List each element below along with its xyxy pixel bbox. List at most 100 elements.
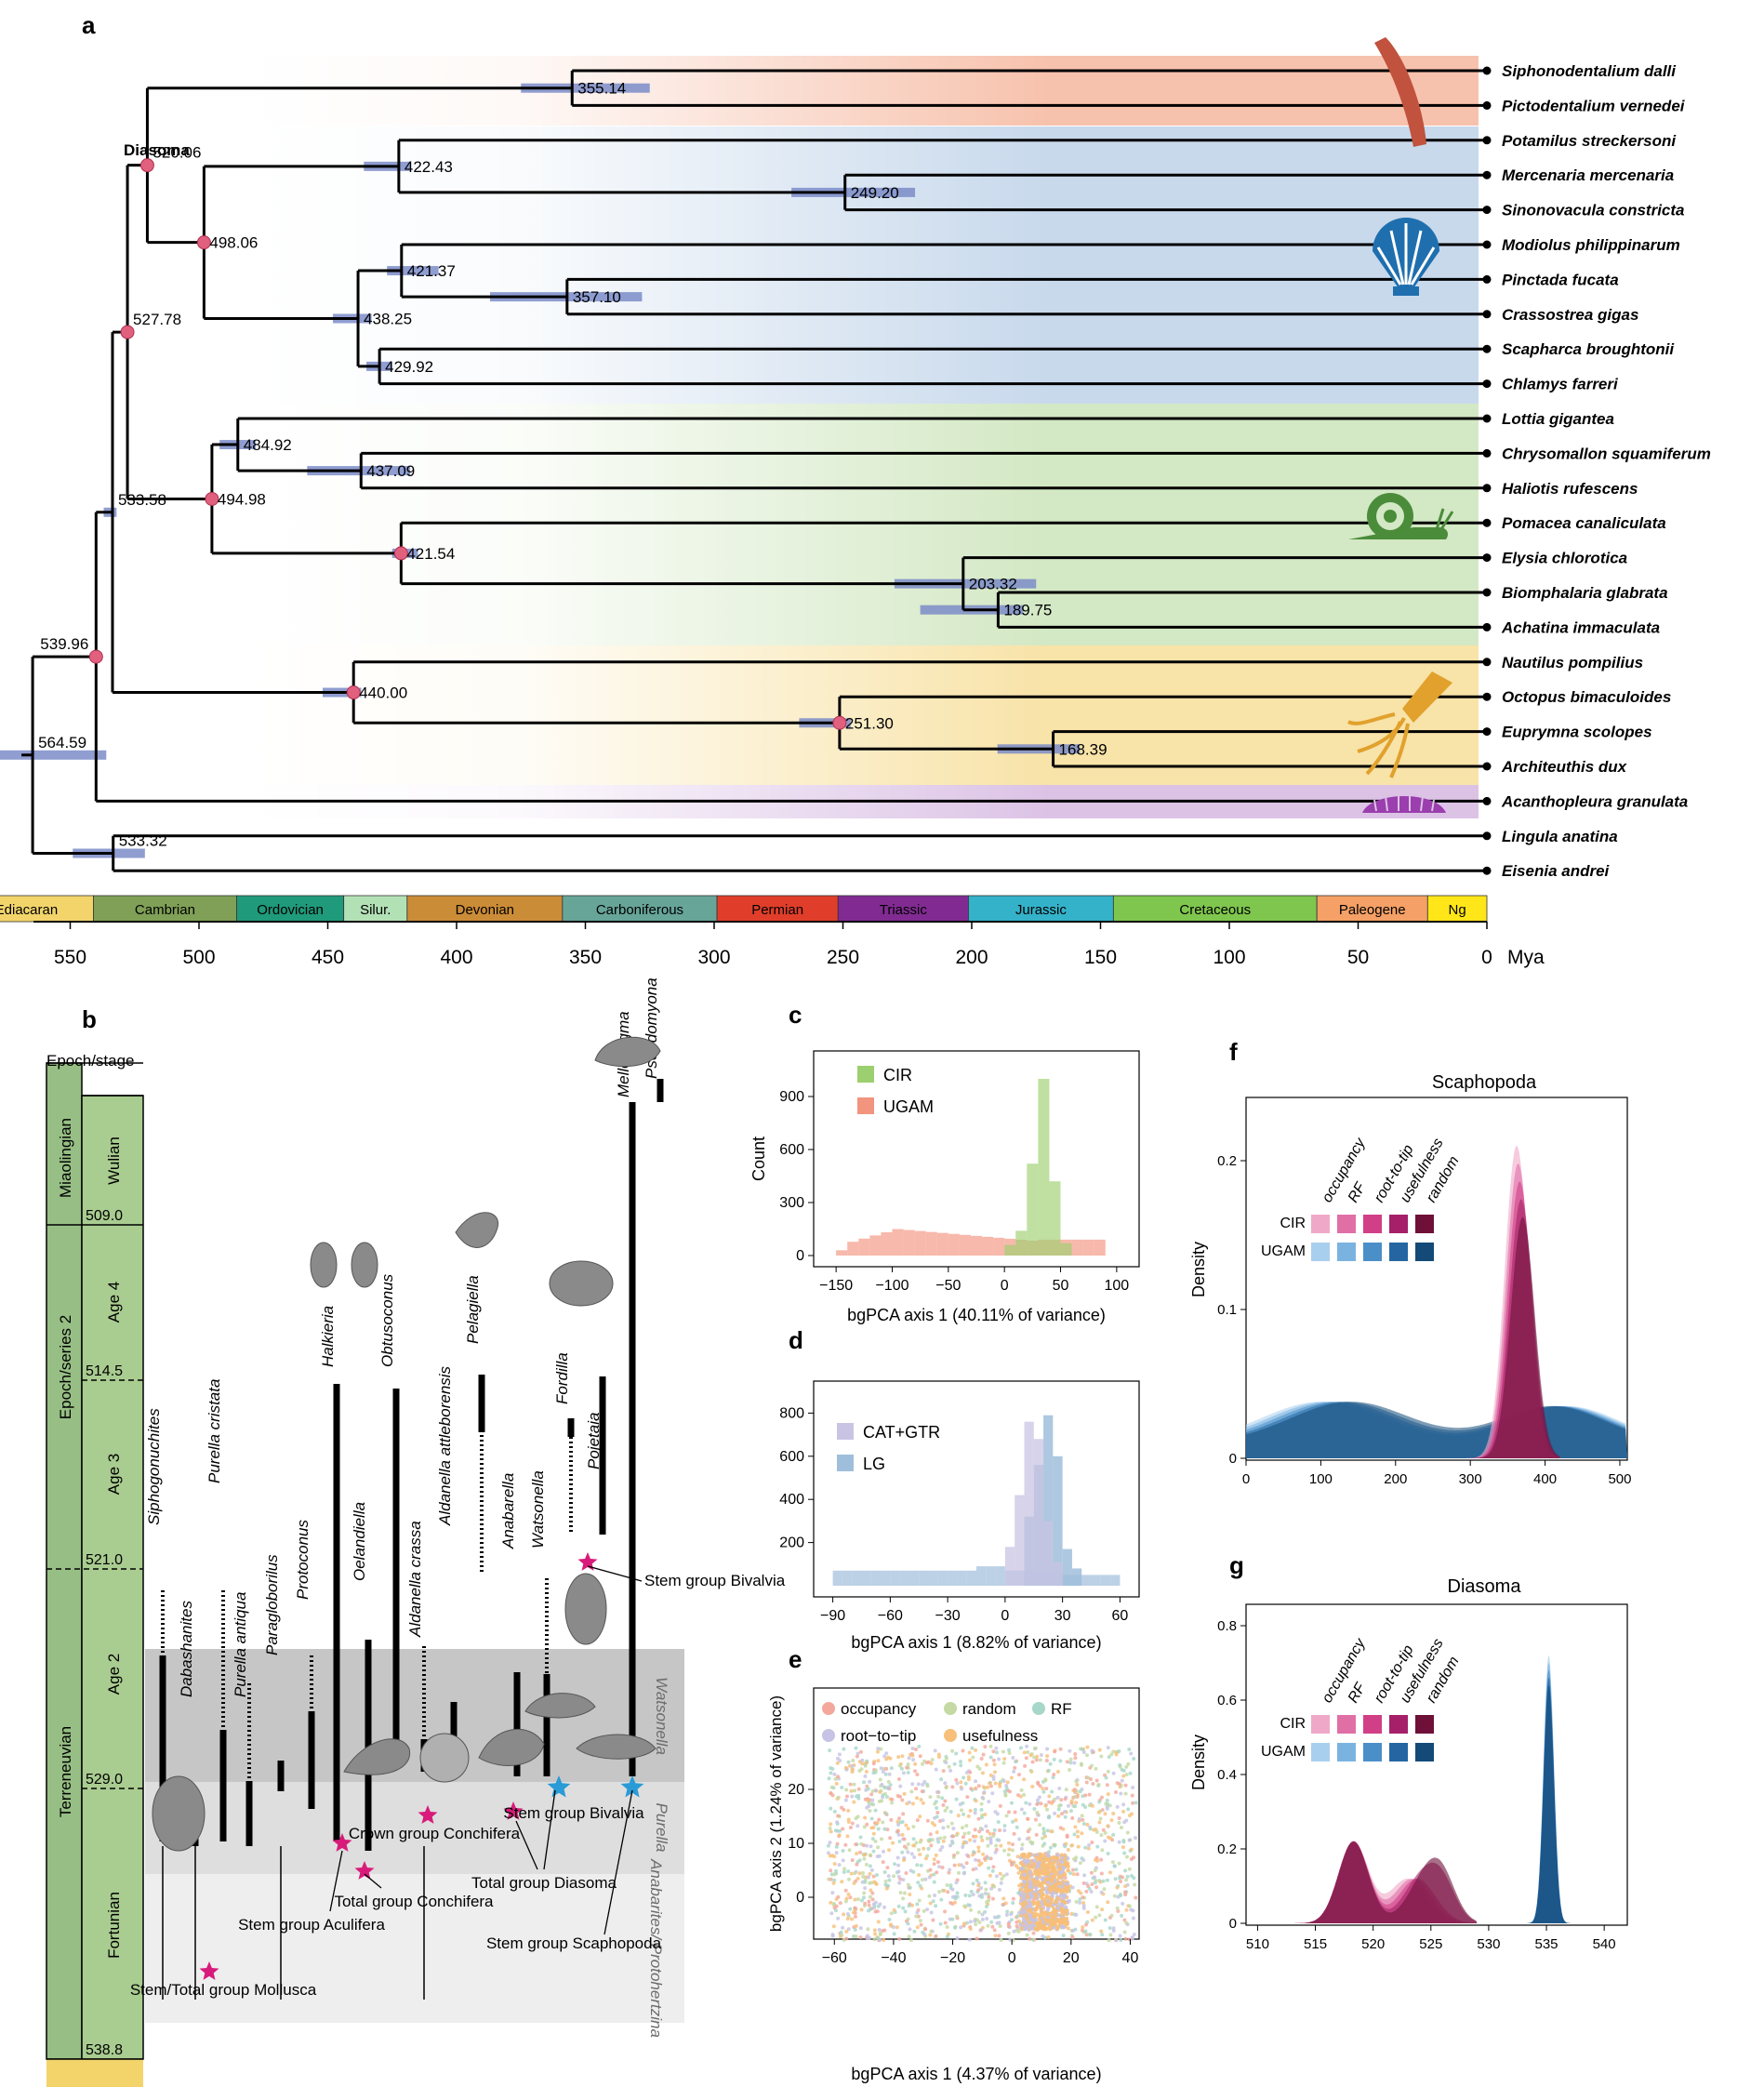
bar-catgtr xyxy=(1033,1439,1044,1586)
scatter-point xyxy=(1061,1899,1066,1904)
y-tick-label: 0 xyxy=(1229,1916,1237,1932)
scatter-point xyxy=(954,1777,959,1782)
scatter-point xyxy=(1111,1771,1116,1775)
legend-swatch xyxy=(1337,1715,1356,1734)
scatter-point xyxy=(903,1909,908,1914)
scatter-point xyxy=(959,1780,963,1785)
scatter-point xyxy=(886,1755,891,1760)
scatter-point xyxy=(949,1821,954,1826)
y-tick-label: 0.6 xyxy=(1217,1693,1237,1708)
scatter-point xyxy=(895,1925,899,1930)
scatter-point xyxy=(1047,1911,1052,1917)
scatter-point xyxy=(1099,1871,1104,1876)
scatter-point xyxy=(901,1906,906,1910)
scatter-point xyxy=(1117,1749,1121,1754)
scatter-point xyxy=(846,1760,851,1764)
scatter-point xyxy=(841,1925,845,1930)
scatter-point xyxy=(1031,1937,1036,1942)
scatter-point xyxy=(954,1797,959,1801)
calibration-dot xyxy=(832,715,847,730)
scatter-point xyxy=(1022,1853,1027,1857)
scatter-point xyxy=(1028,1908,1033,1912)
scatter-point xyxy=(829,1877,833,1881)
scatter-point xyxy=(1002,1824,1007,1828)
period-Cretaceous xyxy=(1112,895,1318,923)
scatter-point xyxy=(1019,1788,1024,1792)
scatter-point xyxy=(920,1878,924,1882)
scatter-point xyxy=(1030,1841,1035,1845)
scatter-point xyxy=(992,1884,997,1889)
bar-ugam xyxy=(993,1237,1005,1256)
bar-lg xyxy=(995,1566,1005,1586)
scatter-point xyxy=(1098,1880,1103,1884)
scatter-point xyxy=(1089,1890,1094,1894)
x-tick-label: 50 xyxy=(1053,1278,1069,1294)
scatter-point xyxy=(974,1748,978,1752)
scatter-point xyxy=(915,1773,920,1777)
scatter-point xyxy=(955,1914,960,1919)
scatter-point xyxy=(1086,1846,1091,1851)
scatter-point xyxy=(994,1750,999,1755)
scatter-point xyxy=(915,1925,920,1930)
legend-dot-occupancy xyxy=(822,1702,835,1715)
scatter-point xyxy=(1091,1781,1095,1786)
scatter-point xyxy=(1123,1890,1128,1894)
legend-random: random xyxy=(962,1700,1016,1718)
scatter-point xyxy=(1052,1868,1056,1873)
scatter-point xyxy=(976,1883,981,1888)
scatter-point xyxy=(962,1831,967,1836)
scatter-point xyxy=(1105,1798,1109,1802)
calibration-dot xyxy=(205,491,219,506)
scatter-point xyxy=(1059,1924,1065,1929)
scatter-point xyxy=(858,1835,863,1840)
scatter-point xyxy=(1124,1764,1129,1769)
scatter-point xyxy=(970,1746,975,1750)
scatter-point xyxy=(975,1878,979,1882)
scatter-point xyxy=(1105,1783,1109,1788)
scatter-point xyxy=(1063,1844,1068,1849)
scatter-point xyxy=(1063,1905,1068,1910)
node-age-label: 520.06 xyxy=(153,144,201,162)
x-tick-label: 510 xyxy=(1246,1936,1269,1952)
period-label: Ordovician xyxy=(257,902,324,918)
scatter-point xyxy=(1080,1814,1084,1818)
scatter-point xyxy=(966,1814,971,1818)
scatter-point xyxy=(1022,1777,1027,1782)
scatter-point xyxy=(1041,1827,1046,1831)
scatter-point xyxy=(918,1853,922,1857)
scatter-point xyxy=(990,1896,995,1901)
f-title: Scaphopoda xyxy=(1432,1072,1537,1093)
scatter-point xyxy=(946,1890,950,1894)
scatter-point xyxy=(1117,1820,1121,1825)
scatter-point xyxy=(1029,1894,1035,1899)
scatter-point xyxy=(935,1870,939,1875)
scatter-point xyxy=(1070,1885,1075,1890)
scatter-point xyxy=(982,1790,987,1795)
scatter-point xyxy=(1100,1933,1105,1937)
scatter-point xyxy=(962,1812,966,1816)
period-label: Triassic xyxy=(880,902,928,918)
scatter-point xyxy=(837,1863,842,1868)
taxon-label: Oelandiella xyxy=(351,1502,368,1581)
g-title: Diasoma xyxy=(1448,1576,1522,1597)
scatter-point xyxy=(848,1895,853,1900)
scatter-point xyxy=(1114,1938,1119,1943)
scatter-point xyxy=(1095,1858,1100,1863)
scatter-point xyxy=(984,1824,988,1828)
taxon-label: Purella antiqua xyxy=(232,1592,249,1697)
scatter-point xyxy=(829,1868,833,1873)
scatter-point xyxy=(1088,1776,1093,1781)
scatter-point xyxy=(1038,1919,1042,1923)
scatter-point xyxy=(1025,1876,1030,1881)
scatter-point xyxy=(1129,1751,1134,1756)
scatter-point xyxy=(1055,1770,1060,1775)
scatter-point xyxy=(858,1926,863,1931)
x-tick-label: 40 xyxy=(1122,1950,1139,1966)
scatter-point xyxy=(1028,1902,1033,1908)
scatter-point xyxy=(985,1836,989,1841)
scatter-point xyxy=(1083,1845,1088,1850)
scatter-point xyxy=(968,1758,973,1762)
